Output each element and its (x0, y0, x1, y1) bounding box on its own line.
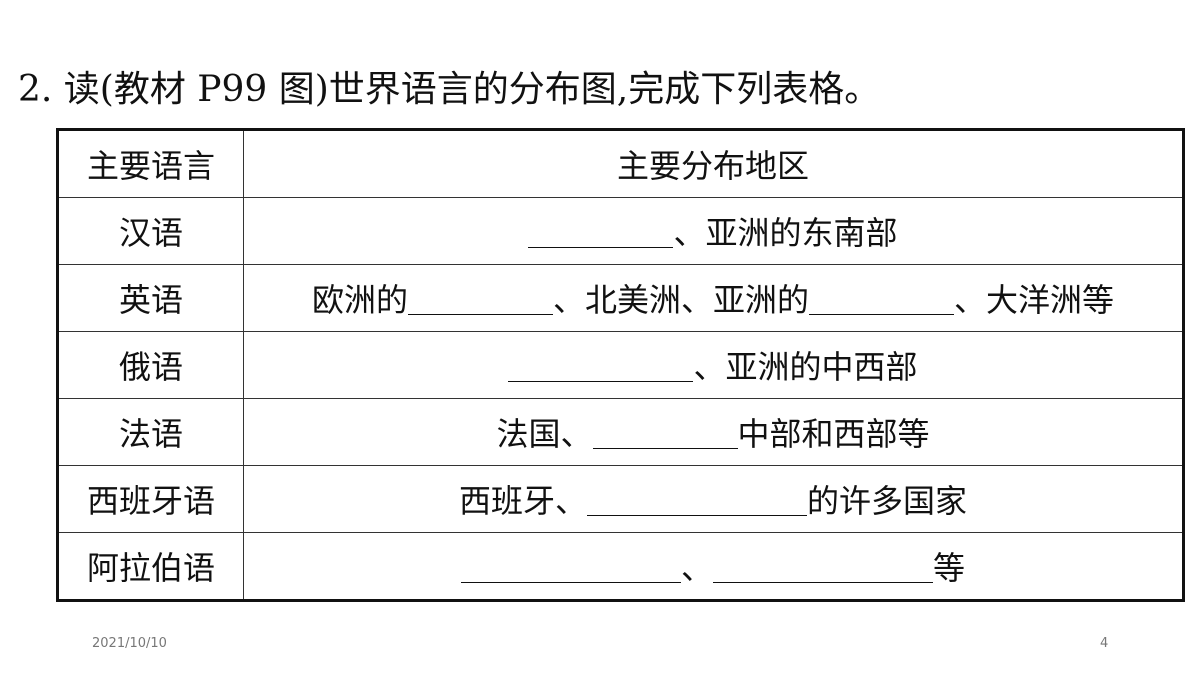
header-main-region: 主要分布地区 (243, 129, 1184, 198)
language-cell: 法语 (57, 398, 244, 466)
region-text: 的许多国家 (807, 482, 968, 520)
table-row: 阿拉伯语 、等 (57, 532, 1184, 601)
header-main-language: 主要语言 (57, 129, 244, 198)
answer-blank[interactable] (809, 284, 954, 315)
table-row: 俄语 、亚洲的中西部 (57, 331, 1184, 399)
answer-blank[interactable] (713, 552, 933, 583)
page-number: 4 (1100, 636, 1109, 651)
region-cell: 欧洲的 、北美洲、亚洲的 、大洋洲等 (243, 264, 1184, 332)
table-row: 法语 法国、 中部和西部等 (57, 398, 1184, 466)
language-cell: 阿拉伯语 (57, 532, 244, 601)
table-row: 英语 欧洲的 、北美洲、亚洲的 、大洋洲等 (57, 264, 1184, 332)
language-cell: 汉语 (57, 197, 244, 265)
region-cell: 、亚洲的中西部 (243, 331, 1184, 399)
region-text: 、 (680, 549, 713, 587)
region-text: 、亚洲的东南部 (673, 214, 898, 252)
answer-blank[interactable] (460, 552, 681, 583)
region-text: 等 (933, 549, 966, 587)
region-cell: 、等 (243, 532, 1184, 601)
answer-blank[interactable] (528, 217, 674, 248)
region-text: 欧洲的 (311, 281, 408, 319)
table-row: 西班牙语 西班牙、 的许多国家 (57, 465, 1184, 533)
language-cell: 西班牙语 (57, 465, 244, 533)
region-cell: 、亚洲的东南部 (243, 197, 1184, 265)
answer-blank[interactable] (407, 284, 553, 315)
answer-blank[interactable] (508, 351, 694, 382)
language-distribution-table: 主要语言 主要分布地区 汉语 、亚洲的东南部 英语 欧洲的 、北美洲、亚洲的 、大洋… (56, 128, 1185, 602)
answer-blank[interactable] (592, 418, 738, 449)
region-cell: 法国、 中部和西部等 (243, 398, 1184, 466)
region-cell: 西班牙、 的许多国家 (243, 465, 1184, 533)
language-cell: 英语 (57, 264, 244, 332)
answer-blank[interactable] (587, 485, 807, 516)
region-text: 中部和西部等 (737, 415, 930, 453)
table-row: 汉语 、亚洲的东南部 (57, 197, 1184, 265)
language-cell: 俄语 (57, 331, 244, 399)
region-text: 、亚洲的中西部 (693, 348, 918, 386)
footer-date: 2021/10/10 (92, 636, 167, 651)
question-text: 2. 读(教材 P99 图)世界语言的分布图,完成下列表格。 (18, 69, 881, 110)
region-text: 法国、 (496, 415, 593, 453)
region-text: 、北美洲、亚洲的 (552, 281, 809, 319)
region-text: 西班牙、 (458, 482, 587, 520)
region-text: 、大洋洲等 (954, 281, 1115, 319)
table-header-row: 主要语言 主要分布地区 (57, 129, 1184, 198)
